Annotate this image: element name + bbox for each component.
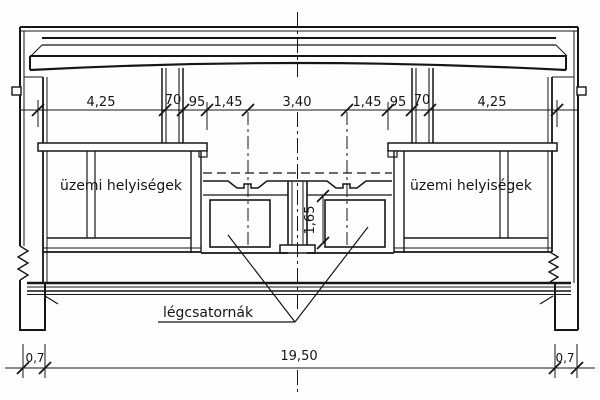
air-duct-right (307, 199, 394, 254)
dim-70-right: 70 (414, 93, 431, 108)
air-ducts-label: légcsatornák (163, 305, 254, 321)
air-duct-leader-line (158, 226, 369, 323)
room-left (43, 151, 202, 253)
right-room-label: üzemi helyiségek (410, 178, 533, 194)
dimension-chain-top (20, 100, 578, 130)
column-right (411, 68, 434, 143)
dim-70-left: 70 (165, 93, 182, 108)
room-right (393, 151, 552, 253)
dim-1-45-right: 1,45 (353, 95, 382, 110)
dim-4-25-right: 4,25 (478, 95, 507, 110)
dim-19-50-overall: 19,50 (280, 349, 317, 364)
break-line-left (16, 245, 30, 281)
break-line-right (547, 251, 560, 283)
outer-wall-left (11, 27, 48, 331)
room-slab-left (37, 142, 208, 158)
roof-structure (20, 26, 578, 72)
bottom-slab (27, 281, 571, 305)
room-slab-right (387, 142, 558, 158)
platform-floor (203, 172, 392, 196)
air-duct-left (201, 199, 288, 254)
dimension-chain-bottom (5, 344, 595, 378)
dim-1-45-left: 1,45 (214, 95, 243, 110)
dim-3-40-center: 3,40 (283, 95, 312, 110)
dim-4-25-left: 4,25 (87, 95, 116, 110)
dim-95-right: 95 (390, 95, 407, 110)
dim-0-7-left-wall: 0,7 (25, 351, 44, 365)
dimension-ticks-top (31, 103, 564, 117)
left-room-label: üzemi helyiségek (60, 178, 183, 194)
column-left (161, 68, 184, 143)
dim-1-65-duct-height: 1,65 (303, 206, 318, 235)
outer-wall-right (547, 27, 587, 331)
dimension-ticks-bottom (16, 361, 584, 375)
dimension-duct-height (316, 189, 330, 250)
dim-0-7-right-wall: 0,7 (555, 351, 574, 365)
dim-95-left: 95 (189, 95, 206, 110)
